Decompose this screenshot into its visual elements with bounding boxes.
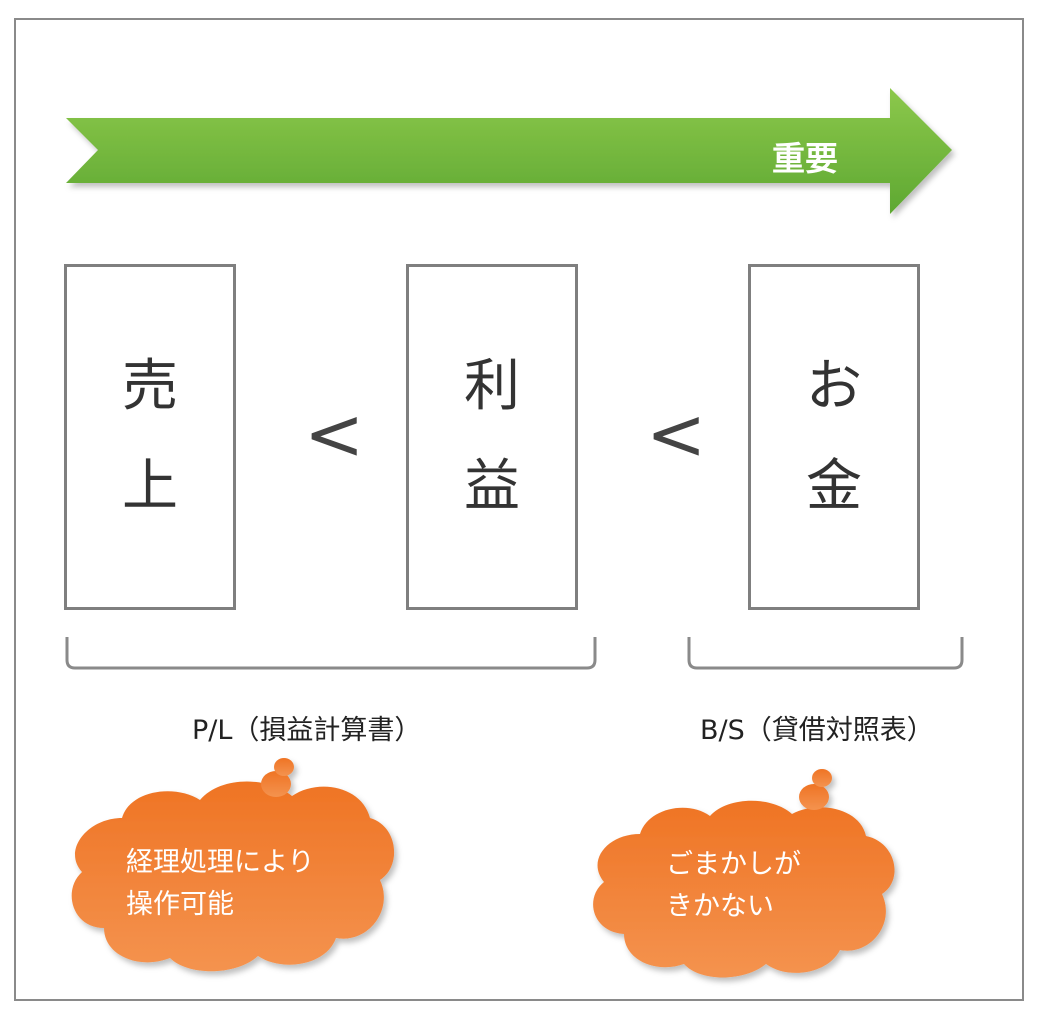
arrow-label: 重要 bbox=[772, 139, 838, 178]
diagram-frame bbox=[14, 18, 1024, 1001]
box-cash: お 金 bbox=[748, 264, 920, 610]
box-profit-char-2: 益 bbox=[464, 454, 520, 519]
box-sales-char-2: 上 bbox=[122, 454, 178, 519]
box-profit: 利 益 bbox=[406, 264, 578, 610]
callout-cloud-right bbox=[593, 769, 895, 978]
callout-left-text: 経理処理により 操作可能 bbox=[126, 842, 314, 926]
box-cash-char-2: 金 bbox=[806, 454, 862, 519]
callout-left-line-1: 経理処理により bbox=[126, 847, 315, 878]
less-than-symbol-1: < bbox=[304, 392, 365, 476]
pl-bracket bbox=[65, 637, 597, 670]
callout-cloud-left bbox=[71, 758, 395, 972]
box-profit-char-1: 利 bbox=[464, 354, 520, 419]
less-than-symbol-2: < bbox=[646, 392, 707, 476]
box-sales-char-1: 売 bbox=[122, 354, 178, 419]
importance-arrow bbox=[66, 88, 952, 214]
box-sales: 売 上 bbox=[64, 264, 236, 610]
pl-label: P/L（損益計算書） bbox=[192, 715, 422, 746]
callout-right-text: ごまかしが きかない bbox=[666, 844, 801, 928]
callout-right-line-1: ごまかしが bbox=[666, 849, 801, 880]
callout-left-line-2: 操作可能 bbox=[126, 889, 234, 920]
box-cash-char-1: お bbox=[806, 354, 862, 419]
callout-right-line-2: きかない bbox=[666, 891, 774, 922]
bs-bracket bbox=[687, 637, 964, 670]
bs-label: B/S（貸借対照表） bbox=[700, 715, 934, 746]
